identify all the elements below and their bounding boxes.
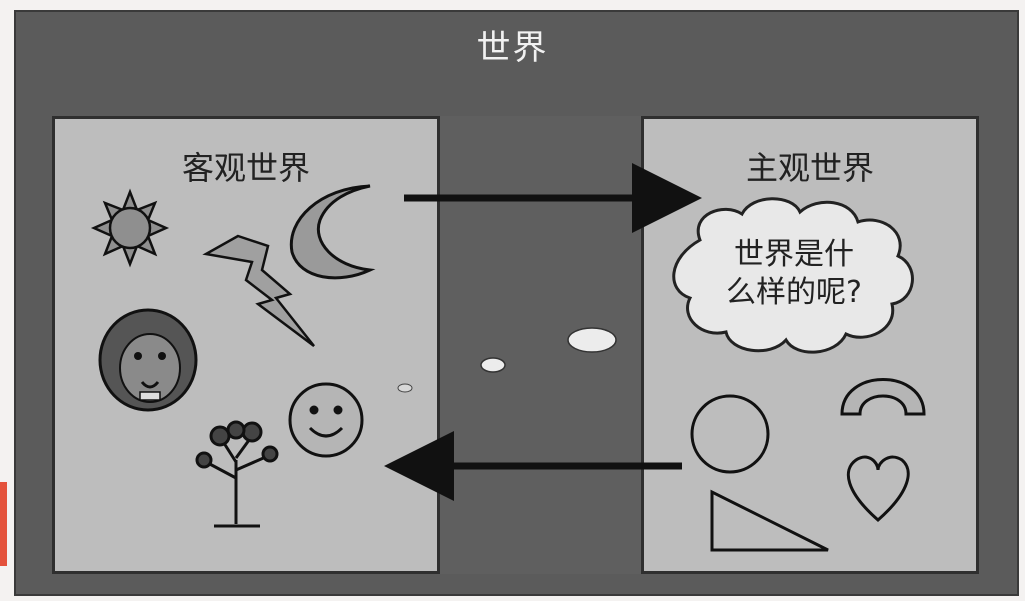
thought-cloud-icon <box>672 197 914 354</box>
objective-world-panel: 客观世界 <box>52 116 440 574</box>
world-title: 世界 <box>476 28 549 68</box>
tree-icon <box>195 420 279 528</box>
subjective-world-title: 主观世界 <box>745 149 874 187</box>
smiley-icon <box>288 382 364 458</box>
thought-dot-large <box>567 327 617 353</box>
thought-line-1: 世界是什 <box>734 237 854 272</box>
thought-dot-small <box>480 357 506 373</box>
lightning-icon <box>202 234 315 347</box>
sun-icon <box>90 188 170 268</box>
objective-world-title: 客观世界 <box>181 149 310 187</box>
arch-icon <box>840 378 926 416</box>
moon-icon <box>289 184 376 280</box>
heart-icon <box>846 455 910 522</box>
triangle-icon <box>710 489 829 552</box>
small-blob <box>397 383 413 393</box>
thought-line-2: 么样的呢? <box>726 275 862 310</box>
lion-icon <box>98 308 198 412</box>
accent-strip <box>0 482 7 566</box>
thought-bubble-text: 世界是什 么样的呢? <box>708 236 880 312</box>
circle-icon <box>690 394 770 474</box>
